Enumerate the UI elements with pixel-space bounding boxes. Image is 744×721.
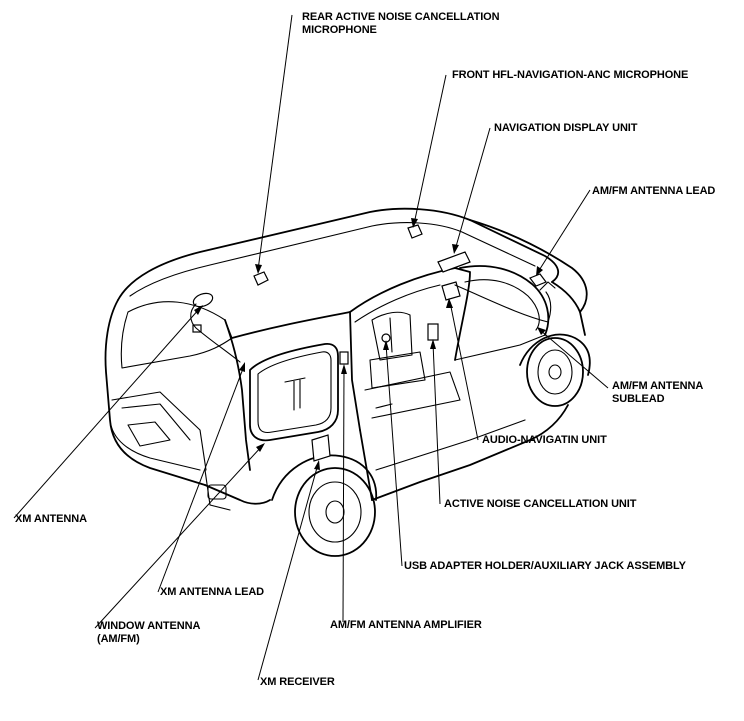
- label-rear-anc-microphone-line2: MICROPHONE: [302, 24, 377, 36]
- label-amfm-antenna-amplifier: AM/FM ANTENNA AMPLIFIER: [330, 619, 482, 631]
- navigation-display-unit: [437, 251, 471, 273]
- label-amfm-antenna-sublead: AM/FM ANTENNA SUBLEAD: [612, 380, 703, 406]
- label-amfm-antenna-sublead-line1: AM/FM ANTENNA: [612, 380, 704, 392]
- label-window-antenna-line1: WINDOW ANTENNA: [97, 620, 201, 632]
- audio-navigation-unit: [441, 281, 461, 301]
- anc-unit: [427, 323, 439, 341]
- label-rear-anc-microphone: REAR ACTIVE NOISE CANCELLATION MICROPHON…: [302, 11, 500, 37]
- rear-anc-microphone: [253, 271, 269, 286]
- front-hfl-microphone: [407, 224, 423, 239]
- components: [190, 224, 552, 462]
- label-xm-receiver: XM RECEIVER: [260, 676, 335, 688]
- label-audio-navigation-unit: AUDIO-NAVIGATIN UNIT: [482, 434, 607, 446]
- label-window-antenna: WINDOW ANTENNA (AM/FM): [97, 620, 200, 646]
- vehicle-illustration: [104, 207, 591, 557]
- xm-antenna: [192, 292, 214, 308]
- label-anc-unit: ACTIVE NOISE CANCELLATION UNIT: [444, 498, 637, 510]
- label-amfm-antenna-lead: AM/FM ANTENNA LEAD: [592, 185, 716, 197]
- label-front-hfl-microphone: FRONT HFL-NAVIGATION-ANC MICROPHONE: [452, 69, 689, 81]
- leader-lines: [13, 14, 609, 681]
- label-navigation-display-unit: NAVIGATION DISPLAY UNIT: [494, 122, 638, 134]
- label-xm-antenna: XM ANTENNA: [15, 513, 87, 525]
- label-window-antenna-line2: (AM/FM): [97, 633, 140, 645]
- amfm-amplifier: [339, 351, 349, 365]
- label-amfm-antenna-sublead-line2: SUBLEAD: [612, 393, 665, 405]
- xm-receiver: [311, 434, 331, 462]
- label-usb-adapter-holder: USB ADAPTER HOLDER/AUXILIARY JACK ASSEMB…: [404, 560, 686, 572]
- label-rear-anc-microphone-line1: REAR ACTIVE NOISE CANCELLATION: [302, 11, 500, 23]
- label-xm-antenna-lead: XM ANTENNA LEAD: [160, 586, 265, 598]
